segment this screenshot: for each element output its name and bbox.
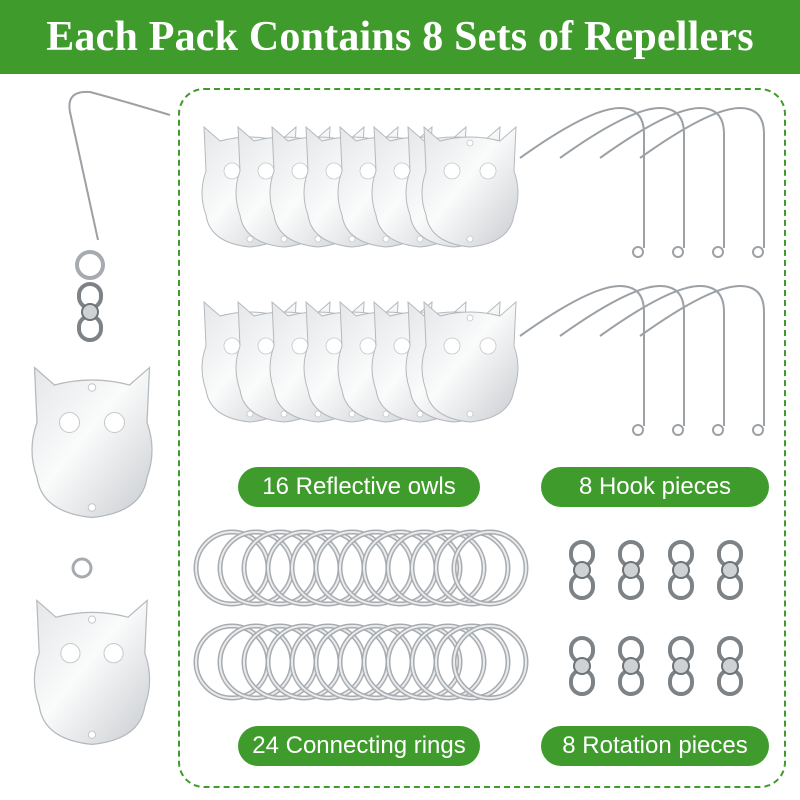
owls-row-1 (201, 126, 519, 248)
owl-icon (421, 126, 519, 248)
swivel-icon (569, 636, 595, 696)
ring-icon (454, 626, 526, 698)
ring-icon (75, 250, 105, 280)
hook-icon (639, 107, 765, 258)
owl-icon (33, 599, 151, 746)
swivel-icon (717, 636, 743, 696)
ring-icon (454, 532, 526, 604)
swivel-icon (668, 636, 694, 696)
hook-icon (599, 107, 725, 258)
hook-icon (559, 107, 685, 258)
owls-row-2 (201, 301, 519, 423)
swivel-icon (569, 540, 595, 600)
hook-icon (519, 285, 645, 436)
ring-icon (71, 557, 93, 579)
swivel-icon (618, 636, 644, 696)
label-connecting-rings: 24 Connecting rings (238, 726, 480, 766)
hook-icon (559, 285, 685, 436)
header-banner: Each Pack Contains 8 Sets of Repellers (0, 0, 800, 74)
owl-icon (31, 366, 153, 519)
owl-icon (421, 301, 519, 423)
swivel-icon (77, 282, 103, 342)
page-title: Each Pack Contains 8 Sets of Repellers (46, 14, 754, 60)
swivels-group (569, 540, 743, 696)
hook-icon (599, 285, 725, 436)
swivel-icon (717, 540, 743, 600)
hook-icon (639, 285, 765, 436)
swivel-icon (668, 540, 694, 600)
assembled-repeller (31, 90, 171, 746)
hook-icon (519, 107, 645, 258)
label-reflective-owls: 16 Reflective owls (238, 467, 480, 507)
label-hook-pieces: 8 Hook pieces (541, 467, 769, 507)
hooks-group (519, 107, 765, 436)
contents-panel (178, 88, 786, 788)
rings-group (196, 532, 526, 698)
label-rotation-pieces: 8 Rotation pieces (541, 726, 769, 766)
swivel-icon (618, 540, 644, 600)
